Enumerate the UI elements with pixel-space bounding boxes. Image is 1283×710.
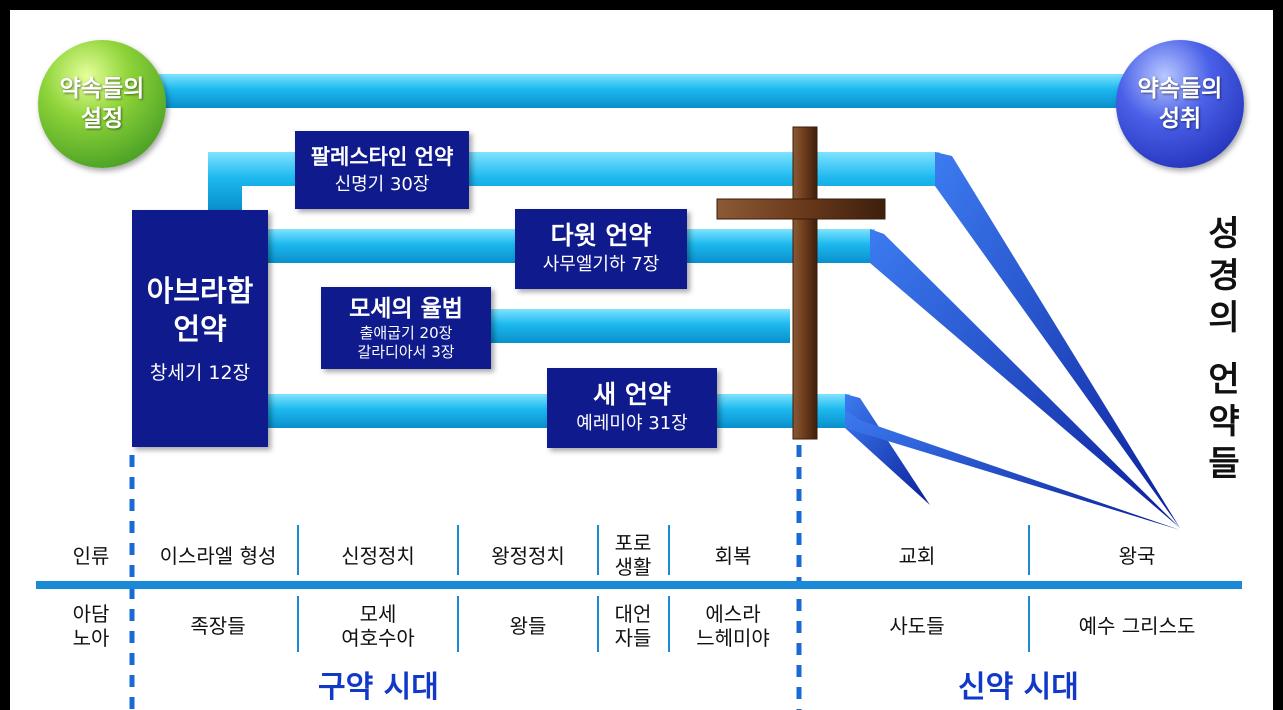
period-name: 인류 — [72, 544, 110, 568]
palestine-covenant-box: 팔레스타인 언약 신명기 30장 — [295, 131, 469, 209]
timeline-separator — [1028, 596, 1030, 652]
david-wedge — [870, 229, 1180, 528]
promise-fulfilled-line1: 약속들의 — [1137, 76, 1223, 102]
timeline-separator — [297, 525, 299, 575]
period-name: 회복 — [714, 544, 752, 568]
timeline-separator — [668, 525, 670, 575]
period-name: 신정정치 — [341, 544, 415, 568]
promise-fulfilled-line2: 성취 — [1158, 106, 1202, 132]
period-name: 이스라엘 형성 — [159, 544, 277, 568]
timeline-separator — [457, 596, 459, 652]
moses-ref-1: 출애굽기 20장 — [359, 324, 453, 342]
moses-law-box: 모세의 율법 출애굽기 20장 갈라디아서 3장 — [321, 287, 491, 369]
palestine-title: 팔레스타인 언약 — [310, 145, 454, 169]
period-name: 왕정정치 — [491, 544, 565, 568]
abraham-title-1: 아브라함 — [146, 274, 254, 308]
promise-setup-circle: 약속들의 설정 — [38, 40, 166, 168]
covenants-vertical-title: 성경의 언약들 — [1196, 213, 1252, 485]
new-covenant-title: 새 언약 — [593, 380, 671, 409]
palestine-wedge — [935, 152, 1180, 528]
promise-setup-line2: 설정 — [80, 106, 124, 132]
abraham-covenant-box: 아브라함 언약 창세기 12장 — [132, 210, 268, 447]
timeline-separator — [297, 596, 299, 652]
period-name: 교회 — [898, 544, 936, 568]
promise-fulfilled-circle: 약속들의 성취 — [1116, 40, 1244, 168]
period-people: 족장들 — [190, 614, 246, 638]
abraham-title-2: 언약 — [173, 312, 227, 346]
timeline-separator — [668, 596, 670, 652]
timeline-line — [36, 581, 1242, 589]
moses-ref-2: 갈라디아서 3장 — [357, 343, 455, 361]
timeline-separator — [597, 596, 599, 652]
old-testament-era-label: 구약 시대 — [318, 670, 439, 705]
timeline-separator — [1028, 525, 1030, 575]
period-people: 사도들 — [889, 614, 945, 638]
timeline-separator — [457, 525, 459, 575]
promise-setup-line1: 약속들의 — [59, 76, 145, 102]
new-covenant-box: 새 언약 예레미야 31장 — [547, 368, 717, 448]
david-title: 다윗 언약 — [550, 221, 652, 250]
period-name: 왕국 — [1118, 544, 1156, 568]
david-covenant-box: 다윗 언약 사무엘기하 7장 — [515, 209, 687, 289]
cross — [716, 126, 886, 440]
vertical-title-part-1: 성경의 — [1208, 214, 1240, 338]
abraham-ref: 창세기 12장 — [149, 362, 251, 384]
period-people: 왕들 — [509, 614, 547, 638]
new-testament-era-label: 신약 시대 — [958, 670, 1079, 705]
promise-band — [150, 74, 1140, 108]
palestine-ref: 신명기 30장 — [334, 174, 430, 195]
new-covenant-ref: 예레미야 31장 — [576, 413, 688, 434]
moses-title: 모세의 율법 — [349, 296, 463, 322]
vertical-title-part-2: 언약들 — [1208, 360, 1240, 484]
new-covenant-wedge — [845, 394, 930, 505]
period-people: 예수 그리스도 — [1078, 614, 1196, 638]
moses-band — [490, 309, 790, 343]
timeline-separator — [597, 525, 599, 575]
david-ref: 사무엘기하 7장 — [542, 254, 660, 275]
